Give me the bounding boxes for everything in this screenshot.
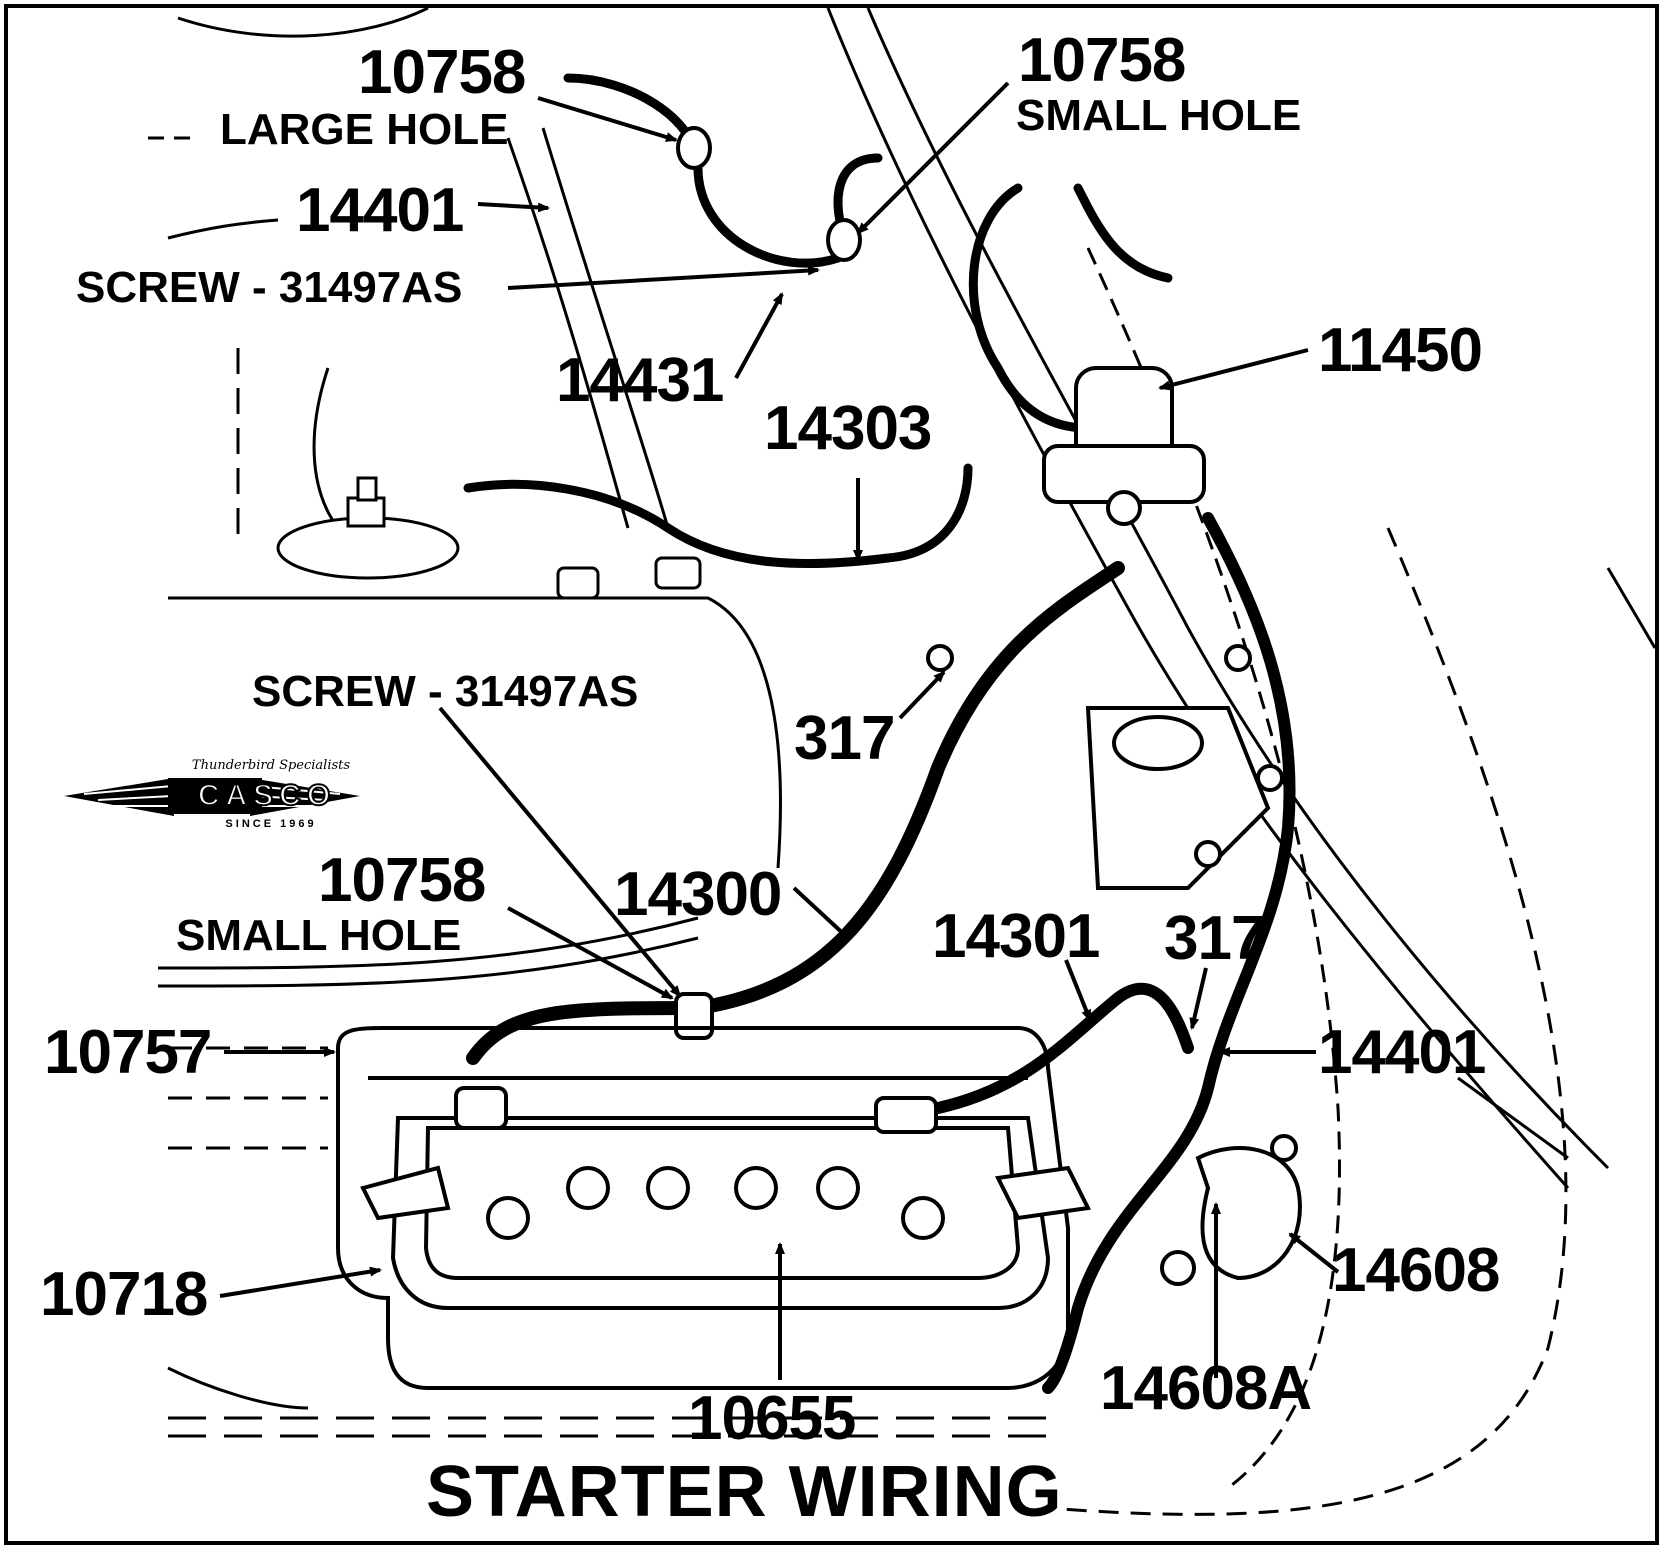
leader-screw-top [507,265,820,290]
logo-wordmark: CASCO [197,779,337,813]
label-screw-mid: SCREW - 31497AS [252,667,639,716]
leader-11450 [1158,348,1309,391]
diagram-frame: 10758 LARGE HOLE 10758 SMALL HOLE 14401 … [4,4,1659,1545]
leader-14301 [1064,959,1092,1022]
logo-tagline: Thunderbird Specialists [191,758,351,773]
label-screw-top: SCREW - 31497AS [76,263,463,312]
label-10655: 10655 [688,1384,856,1453]
wings-icon [64,778,360,816]
leader-317-lower [1189,967,1208,1030]
leader-14300 [792,886,850,940]
casco-logo: Thunderbird Specialists CASCO SINCE 1969 [64,756,360,836]
label-11450: 11450 [1318,316,1483,385]
engine-outline [148,8,782,988]
leader-14608 [1288,1232,1340,1274]
engine-bolts [276,476,702,600]
leader-lines [219,81,1340,1380]
cable-clips-top [676,126,954,672]
starter-solenoid [1042,366,1206,526]
leader-317-upper [898,670,946,720]
leader-10758-small-top [856,81,1010,235]
label-14300: 14300 [614,860,782,929]
battery-cable-14301 [932,512,1296,1394]
label-14431: 14431 [556,346,724,415]
battery-10655 [390,1116,1051,1310]
label-14608: 14608 [1332,1236,1500,1305]
label-10758-small-top: 10758 [1018,26,1186,95]
leader-10758-small-bottom [507,906,674,1000]
label-14401-right: 14401 [1318,1018,1486,1087]
leader-10718 [219,1266,382,1298]
label-10757: 10757 [44,1018,212,1087]
logo-since: SINCE 1969 [225,818,317,830]
label-317-upper: 317 [794,704,895,773]
label-14401-top: 14401 [296,176,464,245]
leader-14431 [734,292,784,379]
leader-10758-large [537,96,678,142]
label-10758-large: 10758 [358,38,526,107]
floor-lines [167,1046,1058,1438]
leader-14401-top [477,202,550,213]
label-10718: 10718 [40,1260,208,1329]
battery-terminals [360,1086,1092,1221]
note-small-hole-top: SMALL HOLE [1016,91,1302,140]
leader-screw-mid [438,706,682,998]
note-small-hole-bottom: SMALL HOLE [176,911,462,960]
battery-cable-14300 [466,561,1125,1065]
ground-strap-14608 [1160,1134,1302,1286]
starter-motor [1085,644,1284,890]
cable-clip-10758-bottom [674,992,714,1040]
label-10758-small-bottom: 10758 [318,846,486,915]
battery-tray [336,1026,1070,1390]
diagram-title: STARTER WIRING [426,1452,1063,1532]
label-14608a: 14608A [1100,1354,1312,1423]
label-14301: 14301 [932,902,1100,971]
note-large-hole: LARGE HOLE [220,105,509,154]
starter-wiring-illustration [148,8,1655,1516]
label-14303: 14303 [764,394,932,463]
label-317-lower: 317 [1164,904,1265,973]
